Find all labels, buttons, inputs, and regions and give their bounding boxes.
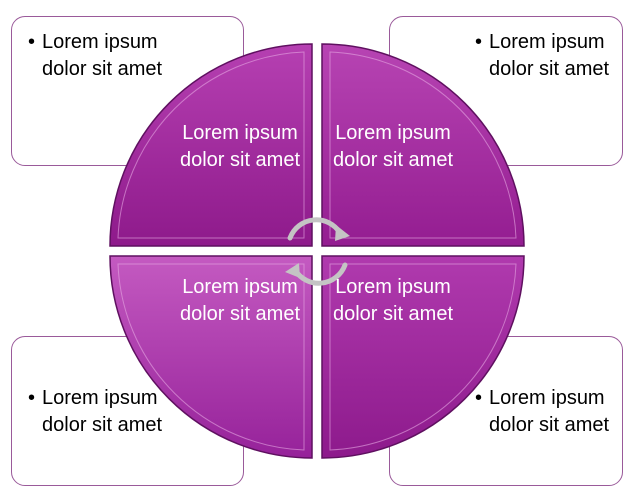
- quadrant-bottom-left: [109, 255, 313, 459]
- quadrant-bottom-right: [321, 255, 525, 459]
- box-text-bottom-left: •Lorem ipsum dolor sit amet: [28, 387, 163, 436]
- arrowhead-icon: [285, 225, 350, 278]
- quadrant-label-bottom-right: Lorem ipsum dolor sit amet: [332, 276, 454, 325]
- cycle-arrows-icon: [287, 217, 348, 286]
- quadrant-top-left: [109, 43, 313, 247]
- quadrant-label-top-left: Lorem ipsum dolor sit amet: [179, 122, 301, 171]
- box-text-bottom-right: •Lorem ipsum dolor sit amet: [475, 387, 610, 436]
- quadrant-label-bottom-left: Lorem ipsum dolor sit amet: [179, 276, 301, 325]
- box-text-top-left: •Lorem ipsum dolor sit amet: [28, 31, 163, 80]
- quadrant-label-top-right: Lorem ipsum dolor sit amet: [332, 122, 454, 171]
- box-text-top-right: •Lorem ipsum dolor sit amet: [475, 31, 610, 80]
- quadrant-top-right: [321, 43, 525, 247]
